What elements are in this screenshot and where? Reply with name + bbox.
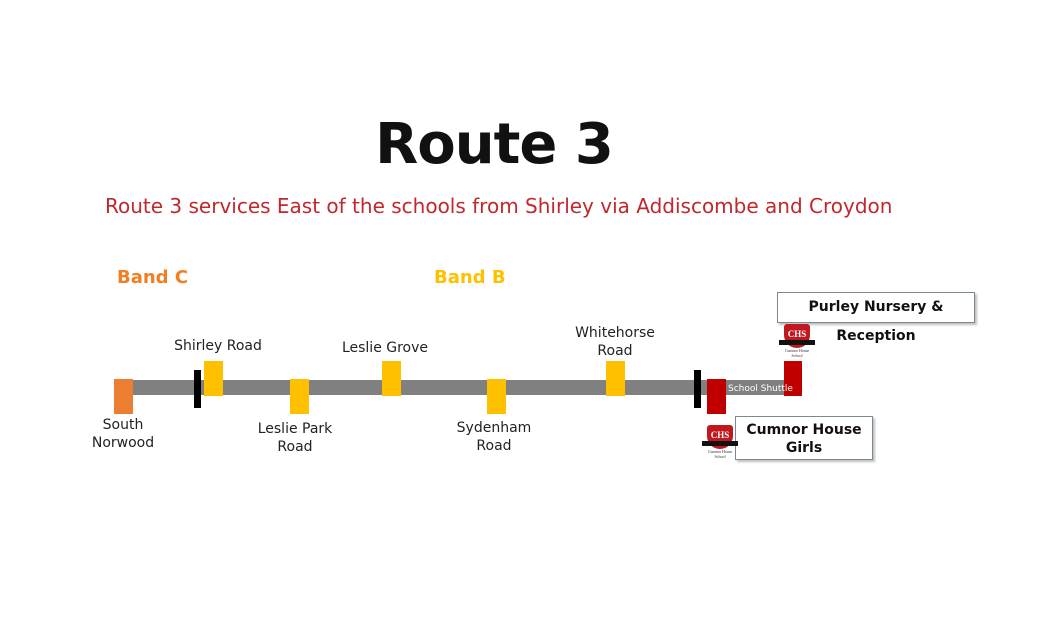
callout-purley-nursery-reception: Purley Nursery & Reception: [777, 292, 975, 344]
stop-label-whitehorse-road: Whitehorse Road: [575, 325, 655, 359]
stop-marker-purley-nursery: [784, 361, 802, 396]
stop-label-sydenham-road: Sydenham Road: [456, 420, 532, 454]
stop-marker-south-norwood: [114, 379, 133, 414]
band-b-label: Band B: [434, 267, 506, 288]
crest-shield-icon: CHS: [702, 425, 738, 449]
route-description: Route 3 services East of the schools fro…: [105, 194, 893, 218]
stop-marker-whitehorse-road: [606, 361, 625, 396]
school-crest-bottom: CHS Cumnor House School: [702, 425, 738, 459]
callout-cumnor-house-girls: Cumnor House Girls: [735, 416, 873, 460]
stop-marker-leslie-grove: [382, 361, 401, 396]
stop-label-south-norwood: South Norwood: [91, 417, 155, 451]
school-crest-top: CHS Cumnor House School: [779, 324, 815, 358]
school-shuttle-label: School Shuttle: [728, 384, 793, 394]
band-c-label: Band C: [117, 267, 189, 288]
stop-marker-sydenham-road: [487, 379, 506, 414]
stop-marker-cumnor-house-girls: [707, 379, 726, 414]
school-shuttle-segment: [722, 380, 802, 395]
band-divider-left: [194, 370, 201, 408]
band-divider-right: [694, 370, 701, 408]
crest-shield-icon: CHS: [779, 324, 815, 348]
stop-label-leslie-grove: Leslie Grove: [341, 340, 429, 356]
stop-label-leslie-park-road: Leslie Park Road: [257, 421, 333, 455]
route-track: [130, 380, 722, 395]
page-title: Route 3: [375, 112, 614, 177]
stop-marker-shirley-road: [204, 361, 223, 396]
stop-label-shirley-road: Shirley Road: [174, 338, 262, 354]
stop-marker-leslie-park-road: [290, 379, 309, 414]
